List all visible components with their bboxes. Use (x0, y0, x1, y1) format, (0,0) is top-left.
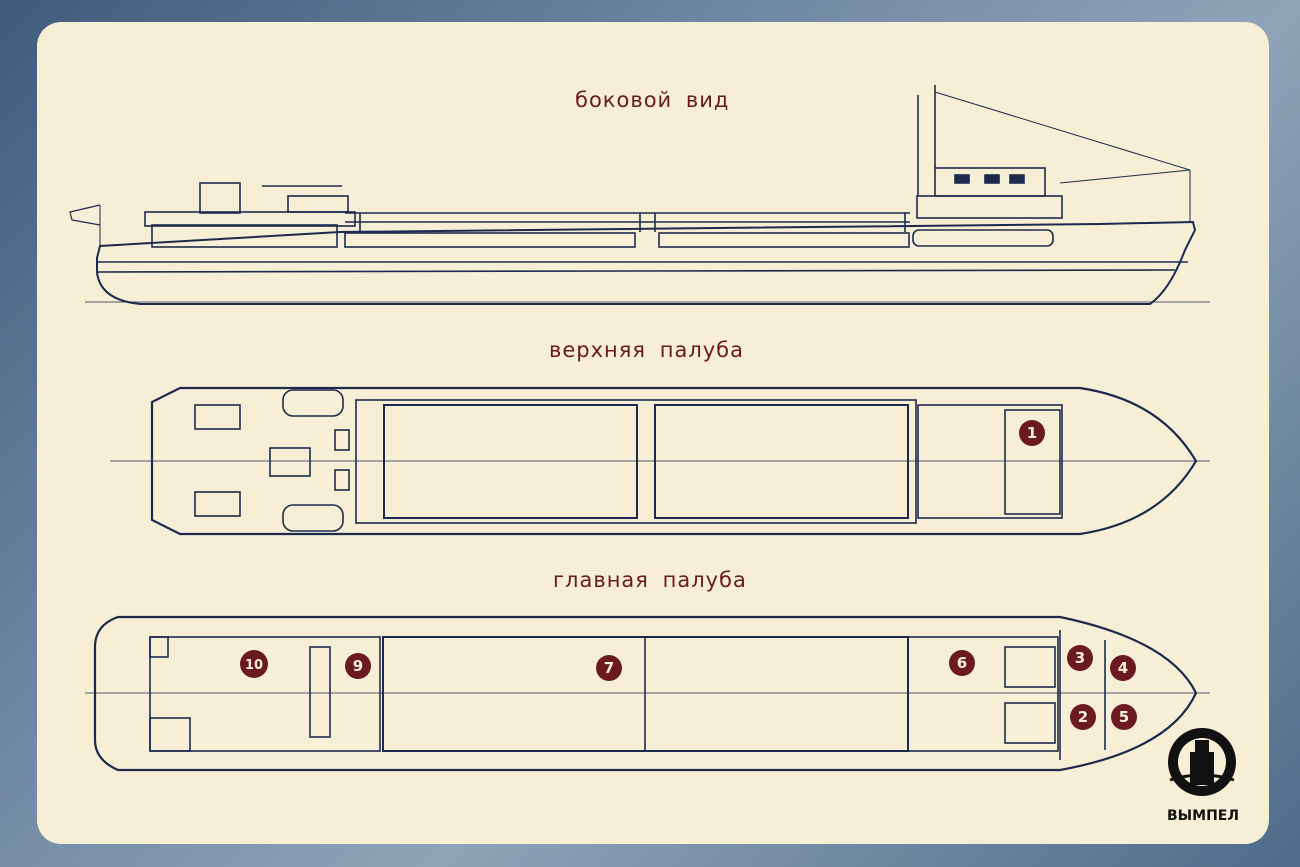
title-upper-deck: верхняя палуба (549, 338, 744, 362)
svg-text:6: 6 (957, 654, 967, 672)
marker-3: 3 (1067, 645, 1093, 671)
brand-name: ВЫМПЕЛ (1166, 808, 1240, 824)
upper-deck-plan (110, 386, 1210, 536)
svg-text:2: 2 (1078, 708, 1088, 726)
markers: 1 2 3 4 5 6 7 9 (240, 420, 1137, 730)
title-main-deck: главная палуба (553, 568, 747, 592)
main-deck-plan (85, 615, 1210, 772)
marker-10: 10 (240, 650, 268, 678)
marker-2: 2 (1070, 704, 1096, 730)
marker-9: 9 (345, 653, 371, 679)
svg-text:10: 10 (245, 658, 263, 673)
drawing-sheet (37, 22, 1269, 844)
tower-logo-icon (1168, 728, 1236, 796)
svg-text:9: 9 (353, 657, 363, 675)
svg-text:7: 7 (604, 659, 614, 677)
title-side-view: боковой вид (575, 88, 730, 112)
side-view (69, 85, 1210, 305)
svg-text:3: 3 (1075, 649, 1085, 667)
marker-5: 5 (1111, 704, 1137, 730)
marker-6: 6 (949, 650, 975, 676)
marker-1: 1 (1019, 420, 1045, 446)
marker-7: 7 (596, 655, 622, 681)
svg-text:5: 5 (1119, 708, 1129, 726)
svg-text:1: 1 (1027, 424, 1037, 442)
marker-4: 4 (1110, 655, 1136, 681)
svg-text:4: 4 (1118, 659, 1128, 677)
